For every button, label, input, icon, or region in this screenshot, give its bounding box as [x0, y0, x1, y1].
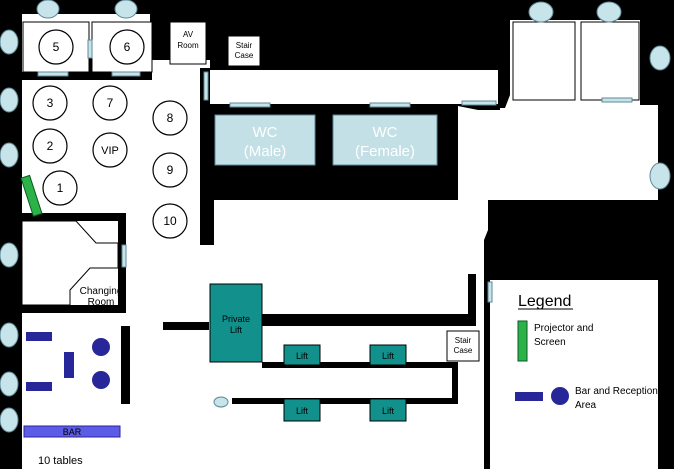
lift-2 — [369, 344, 407, 366]
legend-reception-swatch — [551, 387, 569, 405]
table-6 — [109, 29, 145, 65]
top-corridor — [210, 70, 498, 104]
door-markers — [37, 39, 633, 303]
lift-1-label: Lift — [296, 351, 309, 361]
windows — [0, 0, 671, 433]
tables: 5 6 3 7 8 2 VIP 9 1 10 — [32, 29, 188, 239]
table-label: 1 — [57, 181, 64, 195]
av-room-label-1: AV — [183, 30, 194, 39]
wc-male — [214, 114, 316, 166]
av-room-label-2: Room — [177, 41, 199, 50]
wc-female-label-2: (Female) — [355, 143, 415, 160]
table-label: 2 — [47, 139, 54, 153]
lift-4 — [369, 398, 407, 422]
legend-bar-swatch — [515, 392, 543, 401]
table-3 — [32, 85, 68, 121]
reception-seat-bottom — [92, 371, 110, 389]
stair-right-label-2: Case — [454, 346, 473, 355]
bar-counter-middle — [64, 352, 74, 378]
lift-1 — [283, 344, 321, 366]
lift-2-label: Lift — [382, 351, 395, 361]
changing-room-shape — [21, 220, 119, 306]
table-1 — [42, 170, 78, 206]
table-count-caption: 10 tables — [38, 455, 83, 467]
table-label: 7 — [107, 96, 114, 110]
table-vip — [92, 132, 128, 168]
lift-3-label: Lift — [296, 406, 309, 416]
table-label: VIP — [101, 145, 119, 157]
legend: Legend Projector and Screen Bar and Rece… — [515, 293, 658, 411]
wc-male-label-2: (Male) — [244, 143, 287, 160]
wc-female-label-1: WC — [373, 124, 398, 141]
legend-projector-label-1: Projector and — [534, 323, 593, 334]
bar-counter-top — [26, 332, 52, 341]
table-2 — [32, 128, 68, 164]
private-lift-label-1: Private — [222, 314, 250, 324]
table-label: 6 — [124, 40, 131, 54]
legend-bar-label-1: Bar and Reception — [575, 386, 658, 397]
legend-bar-label-2: Area — [575, 400, 597, 411]
table-label: 10 — [163, 214, 177, 228]
private-lift — [209, 283, 263, 363]
small-mark-label: 5 — [208, 152, 213, 162]
top-right-room-a — [512, 21, 576, 101]
table-9 — [152, 152, 188, 188]
lift-3 — [283, 398, 321, 422]
table-10 — [152, 203, 188, 239]
legend-title: Legend — [518, 293, 571, 310]
stair-right-label-1: Stair — [455, 336, 472, 345]
stair-top-label-2: Case — [235, 51, 254, 60]
lift-4-label: Lift — [382, 406, 395, 416]
table-5 — [38, 29, 74, 65]
table-label: 5 — [53, 40, 60, 54]
wc-male-label-1: WC — [253, 124, 278, 141]
wc-female — [332, 114, 438, 166]
legend-projector-label-2: Screen — [534, 337, 566, 348]
projector-screen — [20, 174, 43, 217]
av-room — [169, 21, 207, 65]
table-label: 8 — [167, 111, 174, 125]
reception-seat-top — [92, 338, 110, 356]
stair-case-right — [446, 330, 480, 362]
stair-case-top — [227, 35, 261, 67]
table-8 — [152, 100, 188, 136]
table-label: 3 — [47, 96, 54, 110]
table-label: 9 — [167, 163, 174, 177]
bar-label: BAR — [63, 427, 82, 437]
changing-room-label-2: Room — [88, 297, 115, 308]
changing-room-label-1: Changing — [80, 286, 123, 297]
top-right-room-b — [580, 21, 640, 101]
table-7 — [92, 85, 128, 121]
stair-top-label-1: Stair — [236, 41, 253, 50]
private-lift-label-2: Lift — [230, 325, 243, 335]
bar-strip — [23, 425, 121, 438]
bar-counter-bottom — [26, 382, 52, 391]
legend-projector-swatch — [517, 320, 528, 362]
